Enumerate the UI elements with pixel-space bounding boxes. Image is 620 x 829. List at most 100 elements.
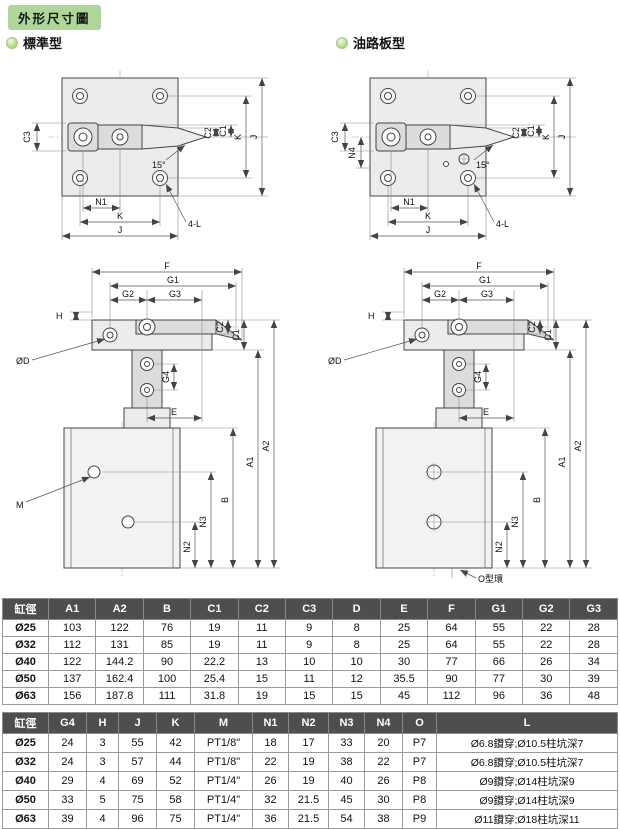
column-header: L (436, 712, 618, 734)
dimension-cell: 36 (252, 809, 289, 829)
column-header: J (118, 712, 157, 734)
dimension-cell: 64 (427, 619, 476, 637)
dim-j-bottom-label: J (118, 225, 123, 235)
dimension-cell: 38 (328, 752, 365, 772)
column-header: D (332, 598, 381, 620)
dim-k-label: K (233, 134, 243, 140)
dimension-cell: 30 (364, 790, 403, 810)
dimension-cell: 28 (569, 636, 618, 654)
standard-top-view-drawing: 15° C3 C2 C1 K J N1 K J 4-L (22, 70, 268, 240)
dim-phid-label: ØD (328, 356, 342, 366)
dimension-cell: 15 (285, 687, 334, 705)
dimension-cell: 52 (156, 771, 195, 791)
dim-c1-label: C1 (218, 125, 228, 137)
dim-g2-label: G2 (122, 289, 134, 299)
dim-k-label: K (541, 134, 551, 140)
oil-plate-side-view-drawing: F G1 G2 G3 H ØD C2 C1 G4 E N2 N3 B A1 A2… (328, 261, 592, 584)
dim-g3-label: G3 (481, 289, 493, 299)
dimension-cell: 21.5 (288, 809, 329, 829)
dimension-cell: 22 (252, 752, 289, 772)
column-header: G3 (569, 598, 618, 620)
dimension-cell: 19 (190, 619, 239, 637)
dimension-cell: 11 (237, 636, 287, 654)
dimension-cell: 112 (427, 687, 476, 705)
dimension-cell: 10 (332, 653, 381, 671)
dimension-cell: 8 (332, 636, 381, 654)
dim-j-label: J (249, 135, 259, 140)
dimension-cell: 54 (328, 809, 365, 829)
dimension-cell: 26 (364, 771, 403, 791)
dim-n4-label: N4 (347, 147, 357, 159)
dimension-cell: 55 (118, 733, 157, 753)
dim-a2-label: A2 (261, 440, 271, 451)
dimension-cell: 25.4 (190, 670, 239, 688)
dim-e-label: E (171, 407, 177, 417)
column-header: G4 (48, 712, 87, 734)
dimension-cell: 122 (47, 653, 97, 671)
bore-size-cell: Ø63 (2, 687, 49, 705)
dim-n1-label: N1 (95, 197, 107, 207)
dimension-cell: 5 (86, 790, 119, 810)
dimension-cell: 4 (86, 771, 119, 791)
dimension-cell: 85 (142, 636, 192, 654)
dim-angle-label: 15° (152, 160, 166, 170)
dimension-cell: 22 (364, 752, 403, 772)
dim-n3-label: N3 (510, 516, 520, 528)
dim-b-label: B (532, 497, 542, 503)
dimension-cell: 57 (118, 752, 157, 772)
dimension-cell: 24 (48, 733, 87, 753)
dimension-cell: 96 (474, 687, 524, 705)
dimension-cell: 34 (569, 653, 618, 671)
dimension-cell: 66 (474, 653, 524, 671)
column-header: G1 (474, 598, 524, 620)
dim-h-label: H (368, 311, 375, 321)
dimension-cell: 32 (252, 790, 289, 810)
dimension-cell: 112 (47, 636, 97, 654)
dimension-cell: 30 (379, 653, 429, 671)
dimension-cell: P7 (402, 752, 437, 772)
column-header: C3 (285, 598, 334, 620)
dim-c3-label: C3 (22, 131, 32, 143)
dim-c2-label: C2 (203, 127, 213, 139)
dimension-cell: Ø6.8鑽穿;Ø10.5柱坑深7 (436, 752, 618, 772)
section-standard-type: 標準型 (6, 33, 62, 52)
dim-c1-label: C1 (526, 125, 536, 137)
dimension-cell: 11 (237, 619, 287, 637)
bore-size-cell: Ø63 (2, 809, 49, 829)
dimension-cell: 15 (332, 687, 381, 705)
dimension-cell: 96 (118, 809, 157, 829)
dim-a1-label: A1 (557, 456, 567, 467)
column-header: A2 (95, 598, 144, 620)
column-header: G2 (522, 598, 571, 620)
dimension-cell: 33 (48, 790, 87, 810)
dimension-cell: 76 (142, 619, 192, 637)
dimension-cell: 90 (427, 670, 476, 688)
dimension-cell: 39 (48, 809, 87, 829)
dim-f-label: F (476, 261, 482, 271)
column-header: N4 (364, 712, 403, 734)
bore-size-cell: Ø32 (2, 752, 49, 772)
dimension-cell: PT1/4" (194, 790, 253, 810)
dimension-cell: 17 (288, 733, 329, 753)
dim-g1-label: G1 (479, 275, 491, 285)
dimension-cell: 22 (522, 636, 571, 654)
column-header: M (194, 712, 253, 734)
dim-c2-label: C2 (511, 127, 521, 139)
bore-size-cell: Ø40 (2, 771, 49, 791)
dim-b-label: B (220, 497, 230, 503)
dimension-cell: 36 (522, 687, 571, 705)
dimension-cell: Ø9鑽穿;Ø14柱坑深9 (436, 790, 618, 810)
section-oil-plate-label: 油路板型 (353, 36, 406, 51)
dimension-cell: 100 (142, 670, 192, 688)
standard-side-view-drawing: F G1 G2 G3 H ØD C2 C1 G4 E N2 N3 B A1 A2… (16, 261, 280, 576)
dimension-cell: 90 (142, 653, 192, 671)
dimension-cell: 19 (237, 687, 287, 705)
dimension-cell: Ø6.8鑽穿;Ø10.5柱坑深7 (436, 733, 618, 753)
